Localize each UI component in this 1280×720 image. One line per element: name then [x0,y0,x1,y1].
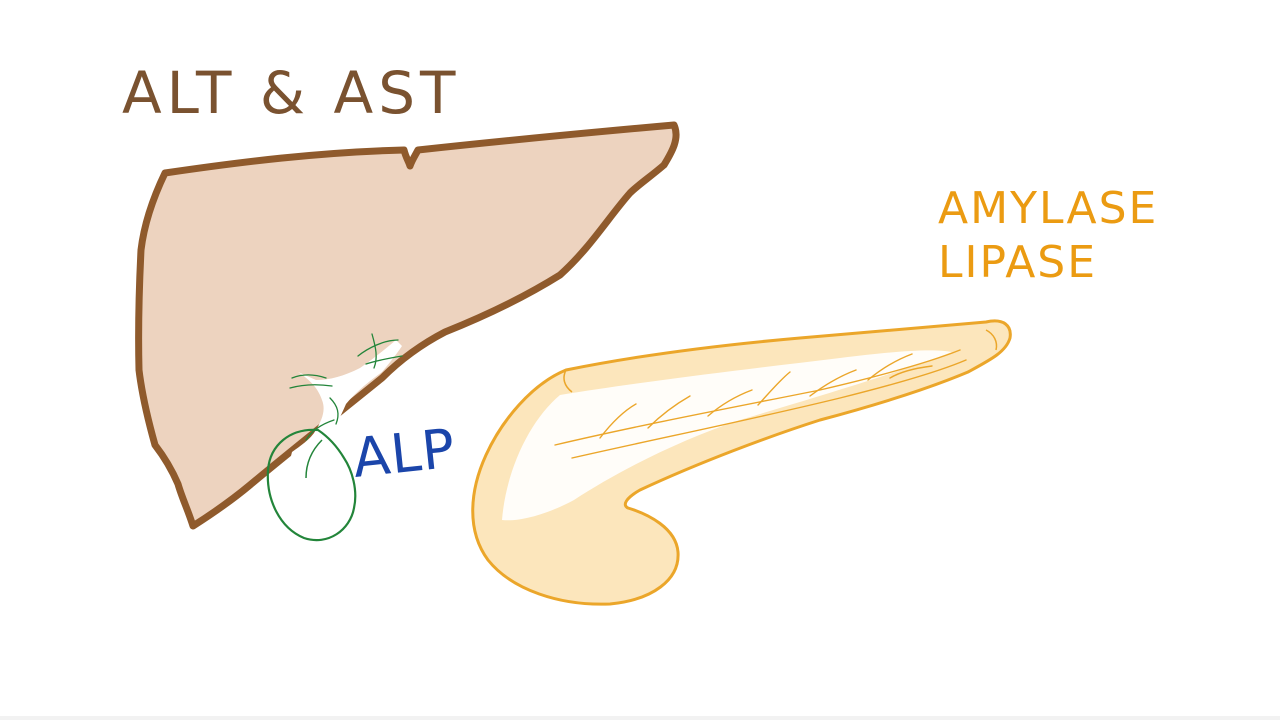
biliary-tree [266,333,403,542]
biliary-duct-fill [288,340,402,468]
liver-shape [135,121,680,530]
bottom-divider [0,716,1280,720]
liver [135,121,680,530]
gallbladder [266,428,357,542]
lipase-label: LIPASE [938,236,1098,288]
pancreas [471,319,1012,606]
pancreatic-enzymes-label: AMYLASE LIPASE [938,182,1158,289]
liver-enzymes-label: ALT & AST [122,59,461,127]
alp-label: ALP [349,416,459,490]
amylase-label: AMYLASE [938,183,1159,234]
